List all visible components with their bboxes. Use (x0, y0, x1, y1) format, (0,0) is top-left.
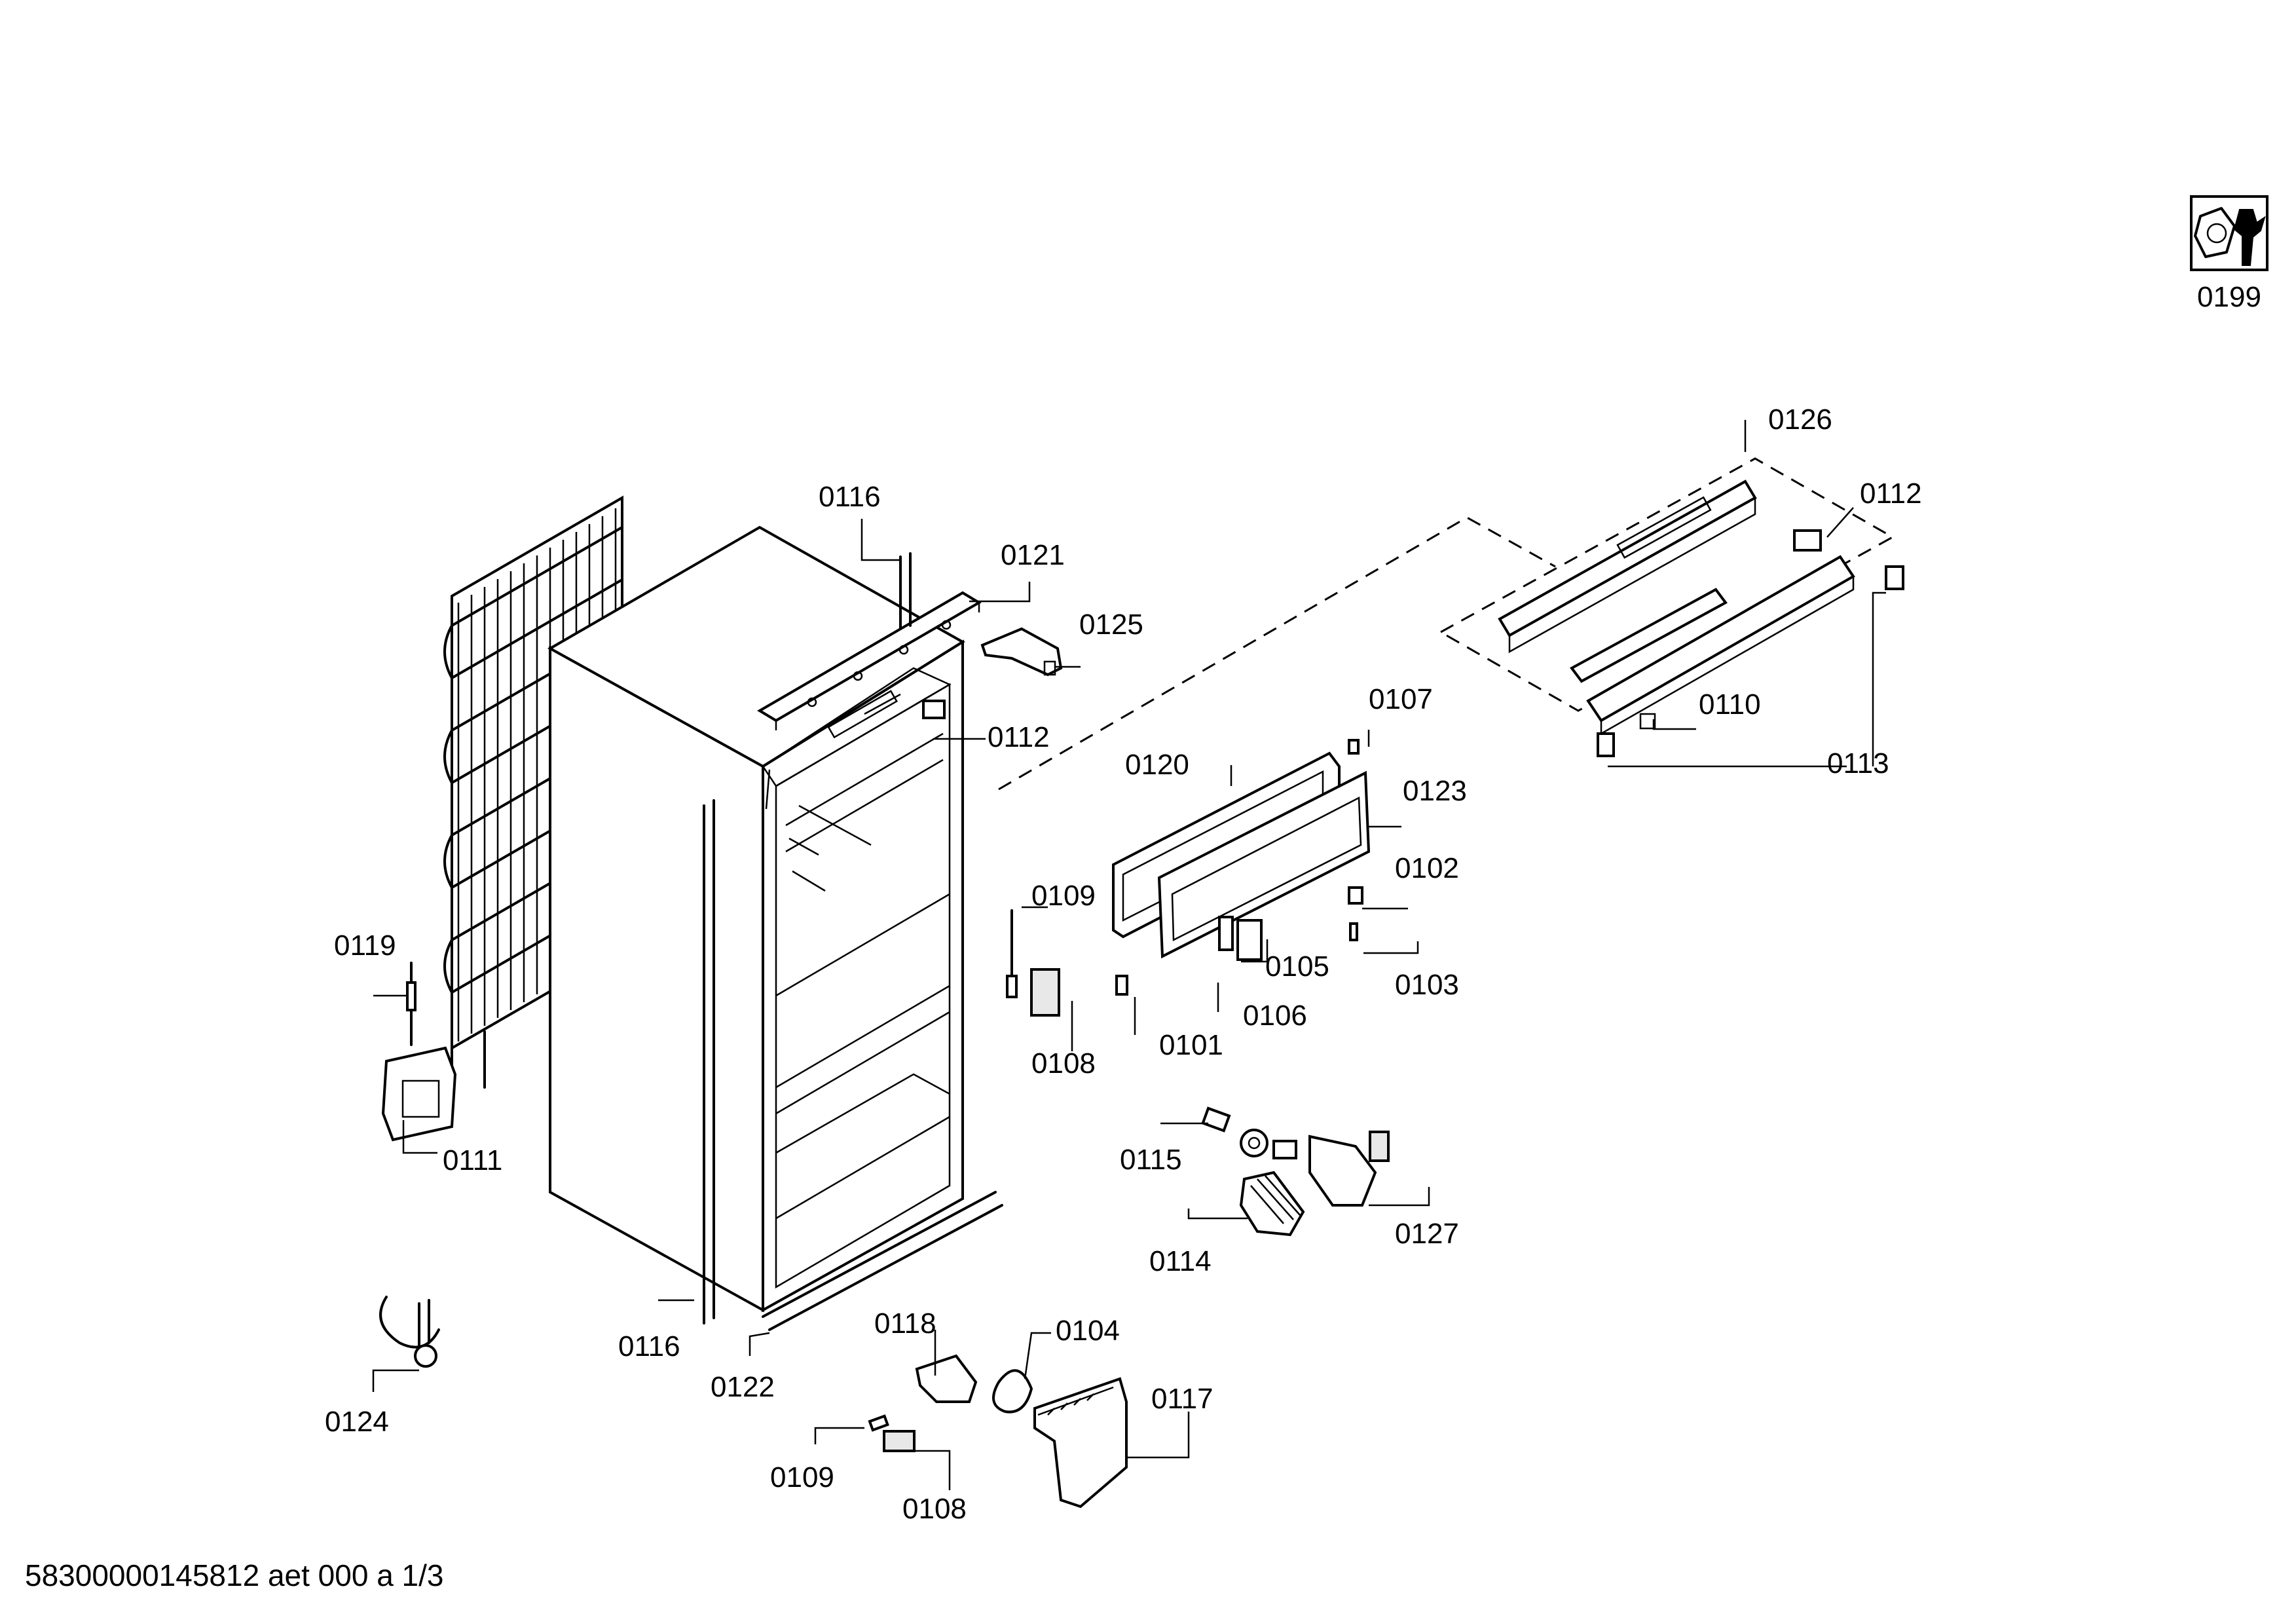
freezer-door (1112, 739, 1371, 961)
label-0110: 0110 (1699, 688, 1761, 721)
label-0103: 0103 (1395, 969, 1459, 1001)
label-0104: 0104 (1056, 1315, 1120, 1347)
door-small-parts (1006, 909, 1128, 1017)
label-0118: 0118 (874, 1307, 936, 1340)
label-0116-top: 0116 (819, 481, 881, 513)
clip (922, 700, 946, 719)
label-0199: 0199 (2197, 281, 2261, 313)
thermostat-parts (379, 962, 457, 1368)
label-0105: 0105 (1265, 950, 1329, 983)
label-0109-door: 0109 (1031, 880, 1096, 912)
label-0109-bottom: 0109 (770, 1461, 834, 1493)
callout-labels: 0116 0121 0125 0112 0126 0112 0110 0113 … (325, 404, 1922, 1525)
gasket-strip (703, 799, 715, 1324)
label-0124: 0124 (325, 1406, 389, 1438)
label-0116-bottom: 0116 (618, 1330, 680, 1362)
label-0112-cabinet: 0112 (988, 721, 1050, 753)
label-0119: 0119 (334, 929, 396, 962)
relay-and-cover (868, 1354, 1128, 1509)
leader-lines (372, 420, 1886, 1490)
wrench-nut-icon (2190, 195, 2268, 271)
label-0122: 0122 (711, 1371, 775, 1403)
label-0121: 0121 (1001, 539, 1065, 571)
label-0102: 0102 (1395, 852, 1459, 884)
lamp-assembly (1201, 1106, 1390, 1237)
top-hinge (980, 627, 1063, 677)
label-0112-panel: 0112 (1860, 478, 1922, 510)
label-0123: 0123 (1403, 775, 1467, 807)
label-0106: 0106 (1243, 1000, 1307, 1032)
label-0113: 0113 (1827, 747, 1889, 779)
label-0101: 0101 (1159, 1029, 1223, 1061)
document-id: 58300000145812 aet 000 a 1/3 (25, 1558, 444, 1592)
label-0115: 0115 (1120, 1144, 1182, 1176)
label-0111: 0111 (443, 1144, 502, 1176)
label-0114: 0114 (1149, 1245, 1212, 1277)
label-0108-bottom: 0108 (902, 1493, 967, 1525)
bottom-trim (762, 1191, 1003, 1331)
label-0126: 0126 (1768, 404, 1832, 436)
top-rail (757, 552, 982, 730)
label-0108-door: 0108 (1031, 1047, 1096, 1079)
refrigerator-cabinet (547, 525, 965, 1313)
control-panel-assembly (998, 457, 1904, 791)
label-0107: 0107 (1369, 683, 1433, 715)
label-0117: 0117 (1151, 1383, 1213, 1415)
label-0127: 0127 (1395, 1218, 1459, 1250)
label-0125: 0125 (1079, 609, 1143, 641)
label-0120: 0120 (1125, 749, 1189, 781)
